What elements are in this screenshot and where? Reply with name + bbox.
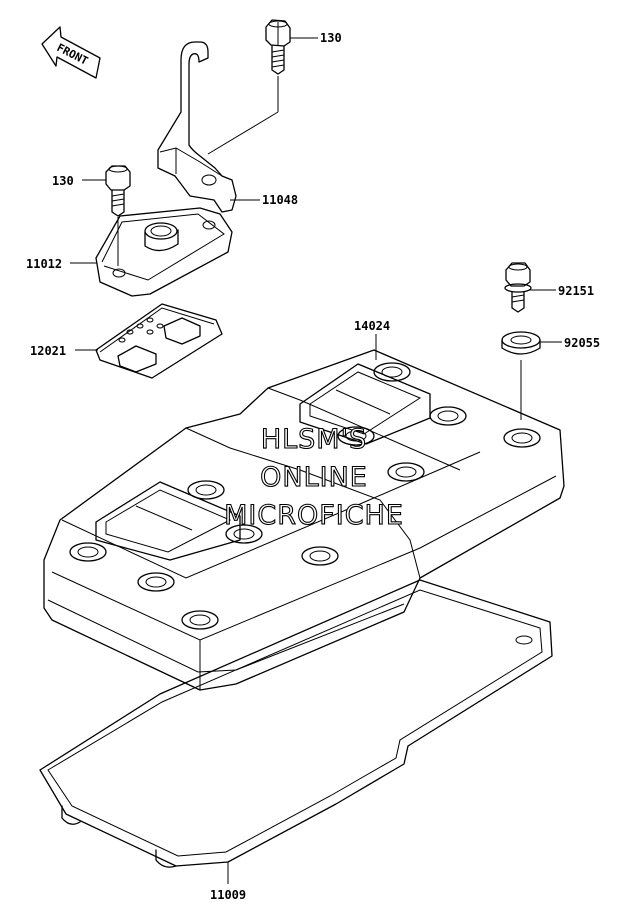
label-breather-cover-11012: 11012 xyxy=(26,257,62,271)
bracket-11048 xyxy=(157,41,279,213)
bolt-130-top xyxy=(265,19,318,75)
front-label: FRONT xyxy=(55,41,91,68)
bolt-130-left xyxy=(82,165,131,266)
label-bolt-130-top: 130 xyxy=(320,31,342,45)
label-bracket-11048: 11048 xyxy=(262,193,298,207)
front-arrow-icon: FRONT xyxy=(41,26,101,79)
watermark-line-1: HLSM'S xyxy=(261,424,367,455)
head-cover-gasket-11009 xyxy=(39,579,553,884)
watermark-line-3: MICROFICHE xyxy=(224,500,404,531)
label-breather-gasket-12021: 12021 xyxy=(30,344,66,358)
breather-cover-11012 xyxy=(70,207,233,297)
watermark: HLSM'S ONLINE MICROFICHE xyxy=(224,423,404,531)
label-bolt-92151: 92151 xyxy=(558,284,594,298)
bolt-holes xyxy=(69,362,541,630)
label-washer-92055: 92055 xyxy=(564,336,600,350)
breather-gasket-12021 xyxy=(75,303,223,379)
label-cylinder-head-cover-14024: 14024 xyxy=(354,319,390,333)
label-bolt-130-left: 130 xyxy=(52,174,74,188)
cylinder-head-cover-14024 xyxy=(43,334,565,691)
washer-92055 xyxy=(501,331,562,420)
bolt-92151 xyxy=(504,262,556,313)
watermark-line-2: ONLINE xyxy=(260,462,368,493)
label-head-cover-gasket-11009: 11009 xyxy=(210,888,246,902)
